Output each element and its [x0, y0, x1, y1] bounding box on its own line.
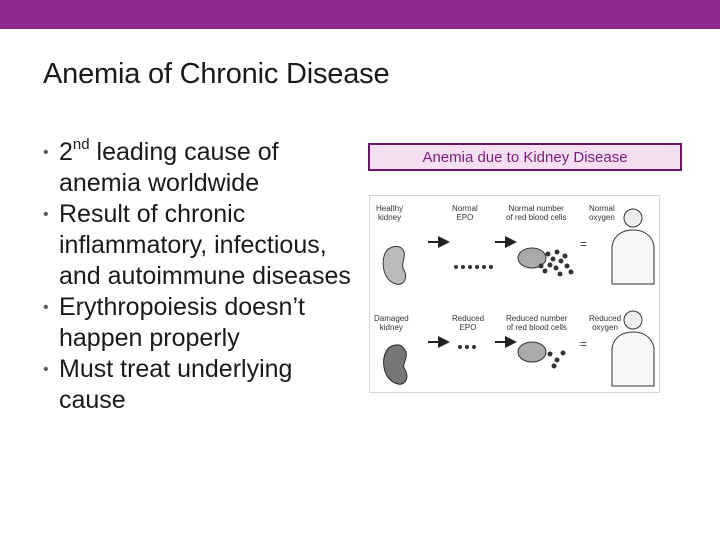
bullet-text: Erythropoiesis doesn’t happen properly — [59, 293, 305, 352]
bullet-marker: • — [43, 206, 49, 223]
bullet-text: Must treat underlying cause — [59, 355, 293, 414]
bone-marrow-cells-icon — [517, 247, 574, 277]
bullet-item: • Must treat underlying cause — [43, 354, 353, 416]
bone-marrow-cells-icon — [517, 341, 566, 369]
slide-title: Anemia of Chronic Disease — [43, 58, 390, 90]
bullet-item: • Erythropoiesis doesn’t happen properly — [43, 292, 353, 354]
bullet-marker: • — [43, 299, 49, 316]
epo-drops-icon — [454, 265, 493, 269]
figure-caption: Anemia due to Kidney Disease — [422, 148, 628, 166]
bullet-list: • 2nd leading cause of anemia worldwide … — [43, 137, 353, 416]
bullet-text: Result of chronic inflammatory, infectio… — [59, 200, 351, 290]
diagram-graphics: = = — [382, 208, 655, 387]
bullet-marker: • — [43, 361, 49, 378]
bullet-item: • Result of chronic inflammatory, infect… — [43, 199, 353, 292]
person-reduced-oxygen-icon — [611, 310, 655, 387]
healthy-kidney-icon — [382, 245, 407, 285]
svg-text:=: = — [580, 337, 587, 351]
bullet-text: 2nd leading cause of anemia worldwide — [59, 135, 279, 197]
bullet-item: • 2nd leading cause of anemia worldwide — [43, 137, 353, 199]
damaged-kidney-icon — [383, 344, 408, 385]
epo-drops-icon — [458, 345, 476, 349]
bullet-marker: • — [43, 144, 49, 161]
top-accent-bar — [0, 0, 720, 29]
figure-caption-box: Anemia due to Kidney Disease — [368, 143, 682, 171]
person-normal-oxygen-icon — [611, 208, 655, 285]
svg-text:=: = — [580, 237, 587, 251]
